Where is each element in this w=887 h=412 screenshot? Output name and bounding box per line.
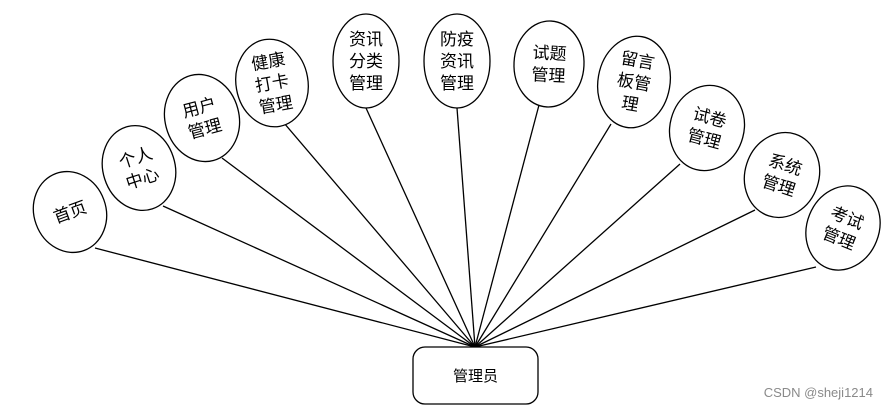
edge-epidemic [456,107,476,348]
node-ellipse-papers [668,84,746,172]
edge-newscat [365,107,476,348]
nodes: 首页个人中心用户管理健康打卡管理资讯分类管理防疫资讯管理试题管理留言板管理试卷管… [32,13,881,271]
node-ellipse-messages [597,35,671,129]
node-ellipse-newscat [332,13,400,109]
edge-messages [474,123,612,348]
node-label-epidemic-0: 防疫 [440,30,474,50]
edge-questions [474,104,540,348]
root-box [412,346,539,405]
watermark: CSDN @sheji1214 [763,385,873,400]
edge-system [474,209,756,348]
node-label-newscat-2: 管理 [349,74,383,94]
edge-checkin [283,122,476,348]
node-ellipse-home [32,170,108,254]
node-label-epidemic-1: 资讯 [440,52,474,72]
node-label-newscat-0: 资讯 [349,30,383,50]
node-label-newscat-1: 分类 [349,52,383,72]
root-label: 管理员 [453,367,498,385]
node-ellipse-epidemic [423,13,491,109]
node-ellipse-system [743,131,821,219]
root-node: 管理员 [412,346,539,405]
node-ellipse-checkin [235,38,309,128]
node-label-questions-0: 试题 [532,43,567,65]
edge-papers [474,163,681,348]
node-label-epidemic-2: 管理 [440,74,474,94]
node-ellipse-personal [101,124,177,212]
edges [94,104,817,348]
node-ellipse-exams [805,185,881,271]
node-ellipse-questions [513,20,585,108]
node-home: 首页 [32,170,108,254]
node-ellipse-users [163,73,241,163]
node-label-questions-1: 管理 [531,65,566,87]
node-label-messages-2: 理 [620,93,640,116]
edge-home [94,247,476,348]
edge-exams [474,266,817,348]
edge-users [221,157,476,348]
edge-personal [162,205,476,348]
